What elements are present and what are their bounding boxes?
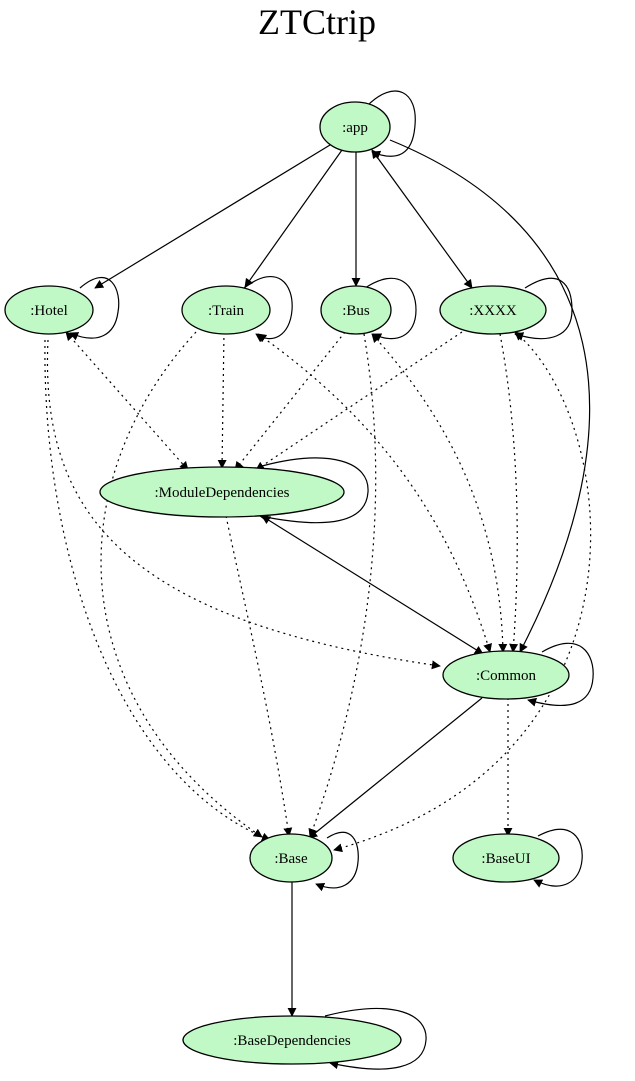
node-label: :BaseUI	[481, 851, 530, 867]
edge-train-base	[100, 331, 263, 838]
node-label: :BaseDependencies	[233, 1033, 351, 1049]
graph-title: ZTCtrip	[258, 2, 376, 42]
node-common: :Common	[442, 650, 570, 700]
node-label: :Common	[476, 668, 537, 684]
edge-app-train	[244, 149, 343, 288]
node-xxxx: :XXXX	[439, 285, 547, 335]
edges	[44, 90, 594, 1070]
node-label: :Train	[208, 303, 245, 319]
edge-app-common	[389, 139, 591, 653]
nodes: :app :Hotel :Train :Bus :XXXX :ModuleDep…	[4, 101, 570, 1065]
edge-app-hotel	[94, 144, 331, 289]
edge-baseui-self	[533, 828, 583, 888]
node-base: :Base	[249, 833, 333, 883]
node-label: :XXXX	[469, 303, 517, 319]
node-label: :Base	[274, 851, 308, 867]
node-label: :Hotel	[30, 303, 68, 319]
edge-bus-base	[308, 333, 377, 838]
edge-moddeps-common	[261, 515, 484, 655]
node-baseui: :BaseUI	[452, 833, 560, 883]
node-bus: :Bus	[320, 285, 392, 335]
edge-app-xxxx	[371, 149, 473, 289]
edge-hotel-moddeps	[65, 331, 189, 471]
edge-bus-common	[371, 333, 508, 653]
node-app: :app	[319, 101, 391, 153]
edge-common-base	[308, 697, 483, 839]
edge-xxxx-moddeps	[255, 331, 463, 471]
edge-common-self	[527, 642, 594, 707]
edge-xxxx-base	[333, 331, 592, 853]
edge-moddeps-base	[225, 515, 293, 837]
edge-xxxx-common	[499, 333, 519, 653]
edge-xxxx-self	[514, 277, 573, 341]
node-basedependencies: :BaseDependencies	[182, 1015, 402, 1065]
node-moduledependencies: :ModuleDependencies	[99, 466, 345, 518]
node-label: :app	[342, 120, 368, 136]
edge-bus-moddeps	[234, 331, 346, 471]
node-hotel: :Hotel	[4, 285, 94, 335]
edge-train-moddeps	[217, 331, 227, 469]
edge-hotel-base	[44, 339, 271, 842]
node-train: :Train	[181, 285, 271, 335]
node-label: :ModuleDependencies	[155, 485, 290, 501]
edge-basedeps-self	[324, 1008, 427, 1070]
node-label: :Bus	[342, 303, 370, 319]
edge-base-self	[315, 831, 359, 892]
